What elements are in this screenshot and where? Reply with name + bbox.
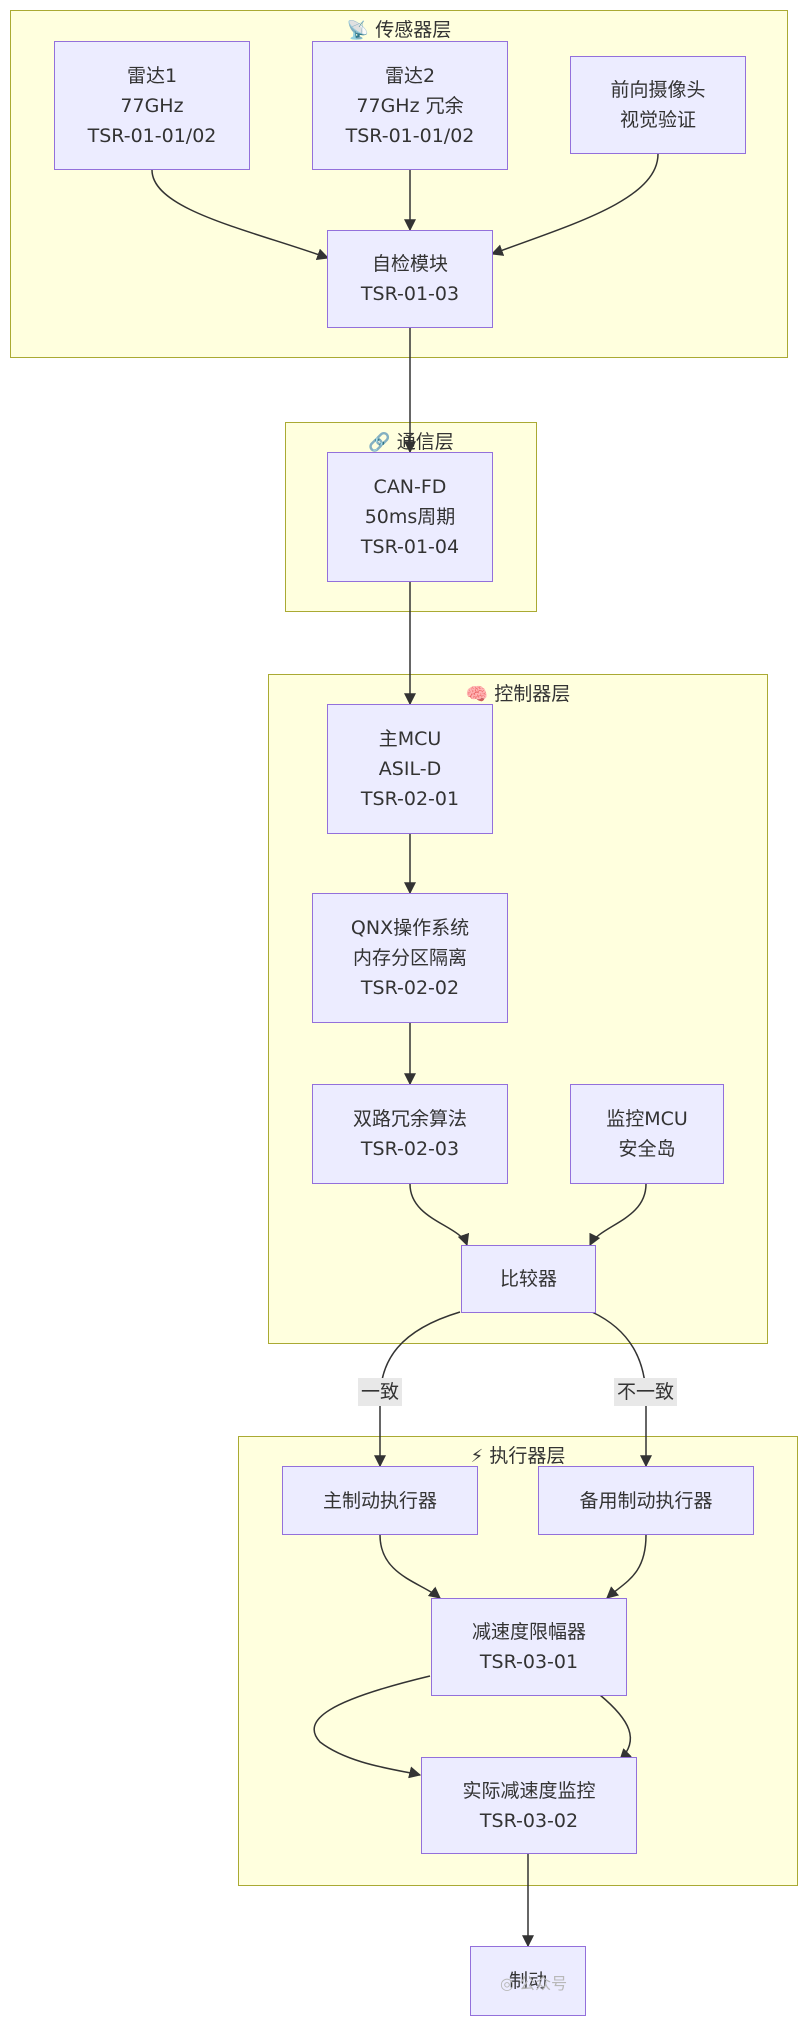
controller-layer-label: 控制器层 xyxy=(494,683,571,705)
node-monitormcu[interactable]: 监控MCU 安全岛 xyxy=(570,1084,724,1184)
node-mainmcu[interactable]: 主MCU ASIL-D TSR-02-01 xyxy=(327,704,493,834)
node-brake[interactable]: 制动 xyxy=(470,1946,586,2016)
link-icon: 🔗 xyxy=(368,432,391,453)
node-qnx[interactable]: QNX操作系统 内存分区隔离 TSR-02-02 xyxy=(312,893,508,1023)
node-backupbrake[interactable]: 备用制动执行器 xyxy=(538,1466,754,1535)
comm-layer-label: 通信层 xyxy=(396,431,454,453)
node-radar1[interactable]: 雷达1 77GHz TSR-01-01/02 xyxy=(54,41,250,170)
group-controller-title: 🧠控制器层 xyxy=(269,679,767,706)
sensor-layer-label: 传感器层 xyxy=(375,19,452,41)
watermark: ◎ 公众号 xyxy=(500,1974,568,1993)
node-monitor[interactable]: 实际减速度监控 TSR-03-02 xyxy=(421,1757,637,1854)
node-dualalgo[interactable]: 双路冗余算法 TSR-02-03 xyxy=(312,1084,508,1184)
edge-label-inconsistent: 不一致 xyxy=(614,1378,678,1406)
node-comparator[interactable]: 比较器 xyxy=(461,1245,596,1313)
node-camera[interactable]: 前向摄像头 视觉验证 xyxy=(570,56,746,154)
wechat-icon: ◎ xyxy=(500,1974,514,1993)
node-selfcheck[interactable]: 自检模块 TSR-01-03 xyxy=(327,230,493,328)
satellite-dish-icon: 📡 xyxy=(346,20,370,41)
node-radar2[interactable]: 雷达2 77GHz 冗余 TSR-01-01/02 xyxy=(312,41,508,170)
group-comm-title: 🔗通信层 xyxy=(286,427,536,454)
node-limiter[interactable]: 减速度限幅器 TSR-03-01 xyxy=(431,1598,627,1696)
edge-label-consistent: 一致 xyxy=(358,1378,403,1406)
group-actuator-title: ⚡执行器层 xyxy=(239,1441,797,1468)
brain-icon: 🧠 xyxy=(465,684,489,705)
group-sensor-title: 📡传感器层 xyxy=(11,15,787,42)
actuator-layer-label: 执行器层 xyxy=(489,1445,566,1467)
node-canfd[interactable]: CAN-FD 50ms周期 TSR-01-04 xyxy=(327,452,493,582)
node-mainbrake[interactable]: 主制动执行器 xyxy=(282,1466,478,1535)
lightning-icon: ⚡ xyxy=(470,1446,484,1467)
